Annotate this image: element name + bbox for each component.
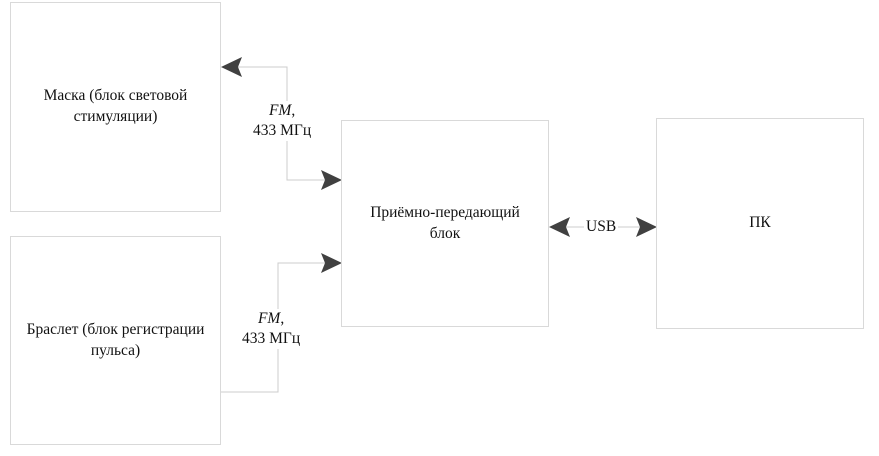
arrowhead-to-transceiver-top	[321, 170, 342, 190]
pc-block-label: ПК	[749, 214, 771, 232]
mask-block: Маска (блок световой стимуляции)	[10, 2, 221, 212]
transceiver-block: Приёмно-передающий блок	[341, 120, 549, 327]
arrowhead-to-transceiver-bottom	[321, 253, 342, 273]
fm-link-label-top: FM, 433 МГц	[253, 101, 312, 142]
transceiver-block-label-line1: Приёмно-передающий	[370, 203, 520, 221]
pc-block: ПК	[656, 118, 864, 329]
fm-separator-bottom: ,	[280, 310, 285, 327]
usb-link-label: USB	[584, 217, 619, 238]
bracelet-block-label-line1: Браслет (блок регистрации	[26, 320, 205, 338]
arrowhead-to-transceiver-right	[549, 217, 570, 237]
fm-frequency-bottom: 433 МГц	[242, 330, 301, 348]
fm-protocol-top: FM	[268, 102, 292, 119]
transceiver-block-label-line2: блок	[429, 224, 461, 242]
bracelet-block: Браслет (блок регистрации пульса)	[10, 236, 221, 445]
mask-block-label-line2: стимуляции)	[73, 108, 158, 125]
fm-protocol-bottom: FM	[257, 310, 281, 327]
fm-link-label-bottom: FM, 433 МГц	[242, 309, 301, 350]
fm-frequency-top: 433 МГц	[253, 122, 312, 140]
fm-separator-top: ,	[291, 102, 296, 119]
arrowhead-to-mask	[221, 57, 242, 77]
bracelet-block-label-line2: пульса)	[90, 341, 141, 359]
mask-block-label-line1: Маска (блок световой	[43, 87, 188, 105]
arrowhead-to-pc	[636, 217, 657, 237]
